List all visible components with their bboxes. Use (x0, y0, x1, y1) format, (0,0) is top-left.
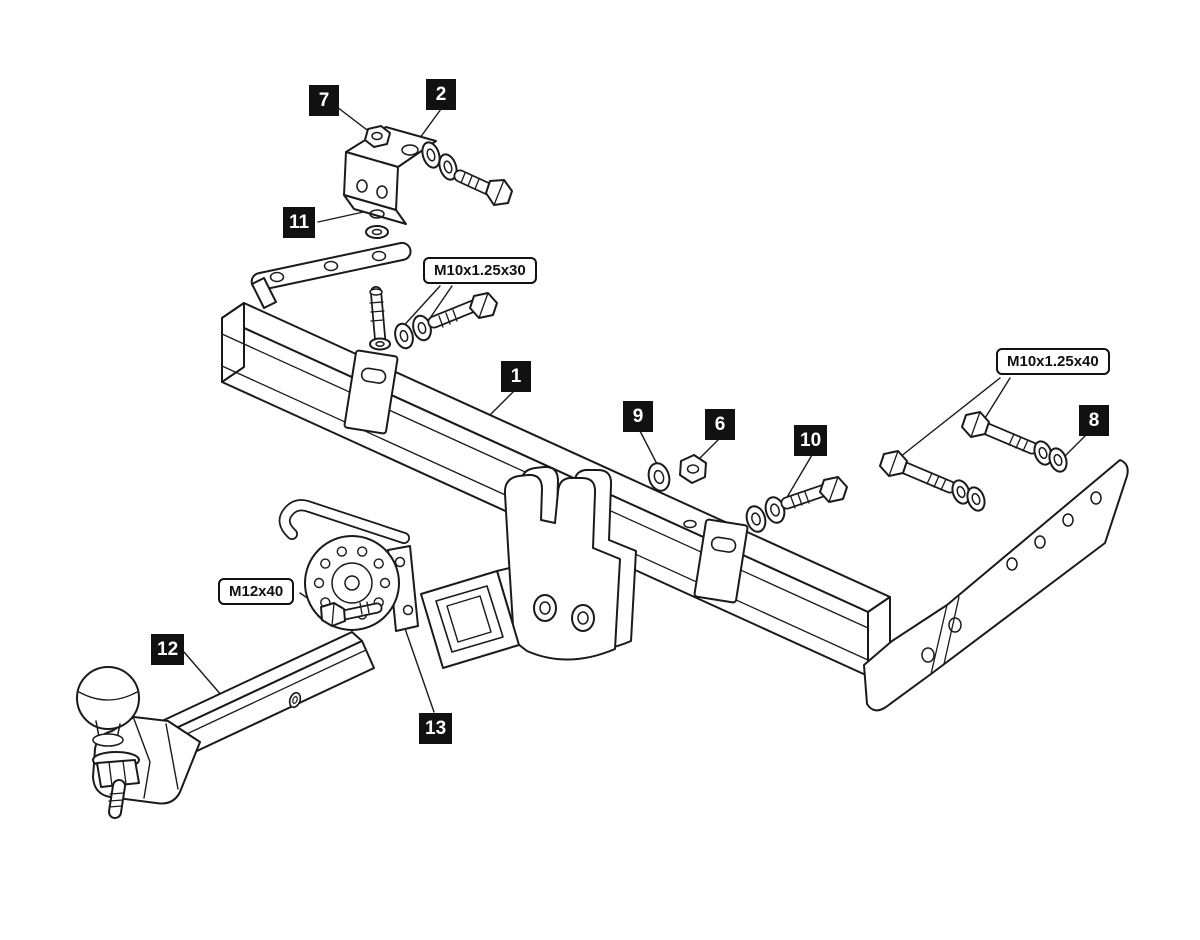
callout-2: 2 (426, 79, 456, 110)
beam-slot-tabs (343, 349, 749, 604)
receiver-assembly (278, 465, 637, 669)
callout-13: 13 (419, 713, 453, 744)
stud-and-bolt-hardware (369, 286, 498, 351)
tow-ball (76, 666, 140, 730)
nut-6 (679, 454, 707, 484)
spec-label-m10x1-25x30: M10x1.25x30 (423, 257, 537, 284)
upper-bracket-assembly (343, 125, 513, 239)
m12-bolt (320, 601, 383, 627)
side-plate-bolts (879, 411, 1068, 512)
spec-label-m10x1-25x40: M10x1.25x40 (996, 348, 1110, 375)
callout-6: 6 (705, 409, 735, 440)
ball-mount (76, 631, 375, 819)
callout-10: 10 (794, 425, 828, 456)
callout-7: 7 (309, 85, 339, 116)
callout-1: 1 (501, 361, 531, 392)
flange-nut-7 (364, 125, 391, 148)
callout-12: 12 (151, 634, 185, 665)
mid-fasteners (647, 454, 848, 533)
callout-8: 8 (1079, 405, 1109, 436)
side-plate-assembly (863, 459, 1129, 712)
washer-9 (647, 462, 671, 492)
callout-9: 9 (623, 401, 653, 432)
spec-label-m12x40: M12x40 (218, 578, 295, 605)
callout-11: 11 (283, 207, 316, 238)
hitch-pin-handle (278, 499, 410, 544)
reinforcement-strap-plate (250, 241, 412, 309)
